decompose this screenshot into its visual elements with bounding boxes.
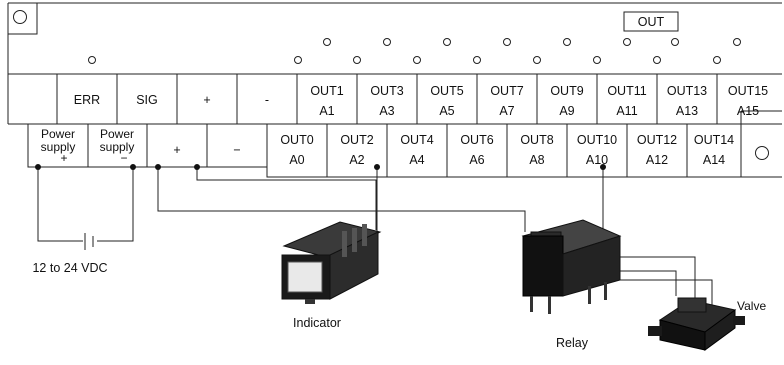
indicator-icon <box>281 221 382 304</box>
relay-to-valve-wire-1 <box>615 256 696 300</box>
terminal-label-out11: OUT11 <box>607 84 646 98</box>
top-row-dividers <box>56 74 718 124</box>
terminal-label-a13: A13 <box>676 104 698 118</box>
terminal-block: OUT ERR SIG + <box>7 2 782 178</box>
terminal-label-a0: A0 <box>289 153 304 167</box>
terminal-label-a3: A3 <box>379 104 394 118</box>
terminal-label-out6: OUT6 <box>460 133 493 147</box>
terminal-label-minus: − <box>233 143 240 157</box>
terminal-label-a11: A11 <box>616 104 637 118</box>
terminal-label-a10: A10 <box>586 153 608 167</box>
relay-to-valve-wire-2 <box>615 270 677 296</box>
led-hole <box>473 56 481 64</box>
plus-to-indicator-wire <box>196 167 377 230</box>
connection-dots <box>35 164 606 170</box>
wiring <box>37 167 713 305</box>
led-hole <box>383 38 391 46</box>
terminal-label-out9: OUT9 <box>550 84 583 98</box>
terminal-label-a15: A15 <box>737 104 759 118</box>
led-hole <box>533 56 541 64</box>
terminal-label-out1: OUT1 <box>310 84 343 98</box>
power-minus-wire <box>97 167 134 242</box>
terminal-label-out5: OUT5 <box>430 84 463 98</box>
relay-icon <box>521 219 622 314</box>
terminal-label-power-minus-l1: Power <box>100 127 134 141</box>
terminal-label-a6: A6 <box>469 153 484 167</box>
led-hole <box>593 56 601 64</box>
terminal-label-a7: A7 <box>499 104 514 118</box>
out-label: OUT <box>638 15 665 29</box>
bottom-row-dividers <box>87 124 688 177</box>
led-hole <box>563 38 571 46</box>
terminal-label-out0: OUT0 <box>280 133 313 147</box>
terminal-label-a2: A2 <box>349 153 364 167</box>
valve-label: Valve <box>737 299 766 313</box>
junction-dot <box>130 164 136 170</box>
terminal-label-out4: OUT4 <box>400 133 433 147</box>
terminal-label-out2: OUT2 <box>340 133 373 147</box>
top-row-labels: ERR SIG + - OUT1 A1 OUT3 A3 OUT5 A5 OUT7… <box>74 84 768 118</box>
terminal-label-a4: A4 <box>409 153 424 167</box>
terminal-label-a9: A9 <box>559 104 574 118</box>
terminal-label-power-plus-l1: Power <box>41 127 75 141</box>
terminal-label-out8: OUT8 <box>520 133 553 147</box>
terminal-label-out7: OUT7 <box>490 84 523 98</box>
terminal-label-power-minus-sign: − <box>120 151 127 165</box>
err-led-hole <box>88 56 96 64</box>
terminal-label-a14: A14 <box>703 153 725 167</box>
led-hole <box>503 38 511 46</box>
relay-to-valve-wire-3 <box>612 279 713 305</box>
indicator-label: Indicator <box>293 316 341 330</box>
led-hole <box>653 56 661 64</box>
junction-dot <box>374 164 380 170</box>
terminal-label-minus: - <box>265 93 269 107</box>
terminal-label-power-plus-sign: + <box>60 151 67 165</box>
terminal-label-a1: A1 <box>319 104 334 118</box>
terminal-label-a8: A8 <box>529 153 544 167</box>
led-holes <box>88 38 741 64</box>
terminal-label-out3: OUT3 <box>370 84 403 98</box>
power-plus-wire <box>37 167 83 242</box>
terminal-label-err: ERR <box>74 93 100 107</box>
plus-to-relay-wire <box>157 167 526 232</box>
led-hole <box>623 38 631 46</box>
terminal-label-plus: + <box>203 93 210 107</box>
led-hole <box>294 56 302 64</box>
relay-label: Relay <box>556 336 589 350</box>
led-hole <box>733 38 741 46</box>
mounting-hole-right <box>755 146 769 160</box>
top-left-mount-frame <box>8 3 38 35</box>
junction-dot <box>194 164 200 170</box>
junction-dot <box>600 164 606 170</box>
bottom-row-labels: Power supply + Power supply − + − OUT0 A… <box>41 127 735 167</box>
terminal-label-power-minus-l2: supply <box>100 140 135 154</box>
terminal-label-out10: OUT10 <box>577 133 617 147</box>
mounting-hole-top-left <box>13 10 27 24</box>
out-label-box <box>623 11 679 32</box>
terminal-label-out12: OUT12 <box>637 133 677 147</box>
led-hole <box>443 38 451 46</box>
terminal-label-power-plus-l2: supply <box>41 140 76 154</box>
junction-dot <box>35 164 41 170</box>
terminal-label-sig: SIG <box>136 93 158 107</box>
led-hole <box>353 56 361 64</box>
led-hole <box>413 56 421 64</box>
junction-dot <box>155 164 161 170</box>
led-hole <box>671 38 679 46</box>
valve-icon <box>648 297 745 351</box>
led-hole <box>713 56 721 64</box>
power-voltage-label: 12 to 24 VDC <box>32 261 107 275</box>
terminal-label-a12: A12 <box>646 153 668 167</box>
terminal-label-out14: OUT14 <box>694 133 734 147</box>
terminal-label-plus: + <box>173 143 180 157</box>
terminal-label-a5: A5 <box>439 104 454 118</box>
terminal-label-out15: OUT15 <box>728 84 768 98</box>
terminal-label-out13: OUT13 <box>667 84 707 98</box>
led-hole <box>323 38 331 46</box>
